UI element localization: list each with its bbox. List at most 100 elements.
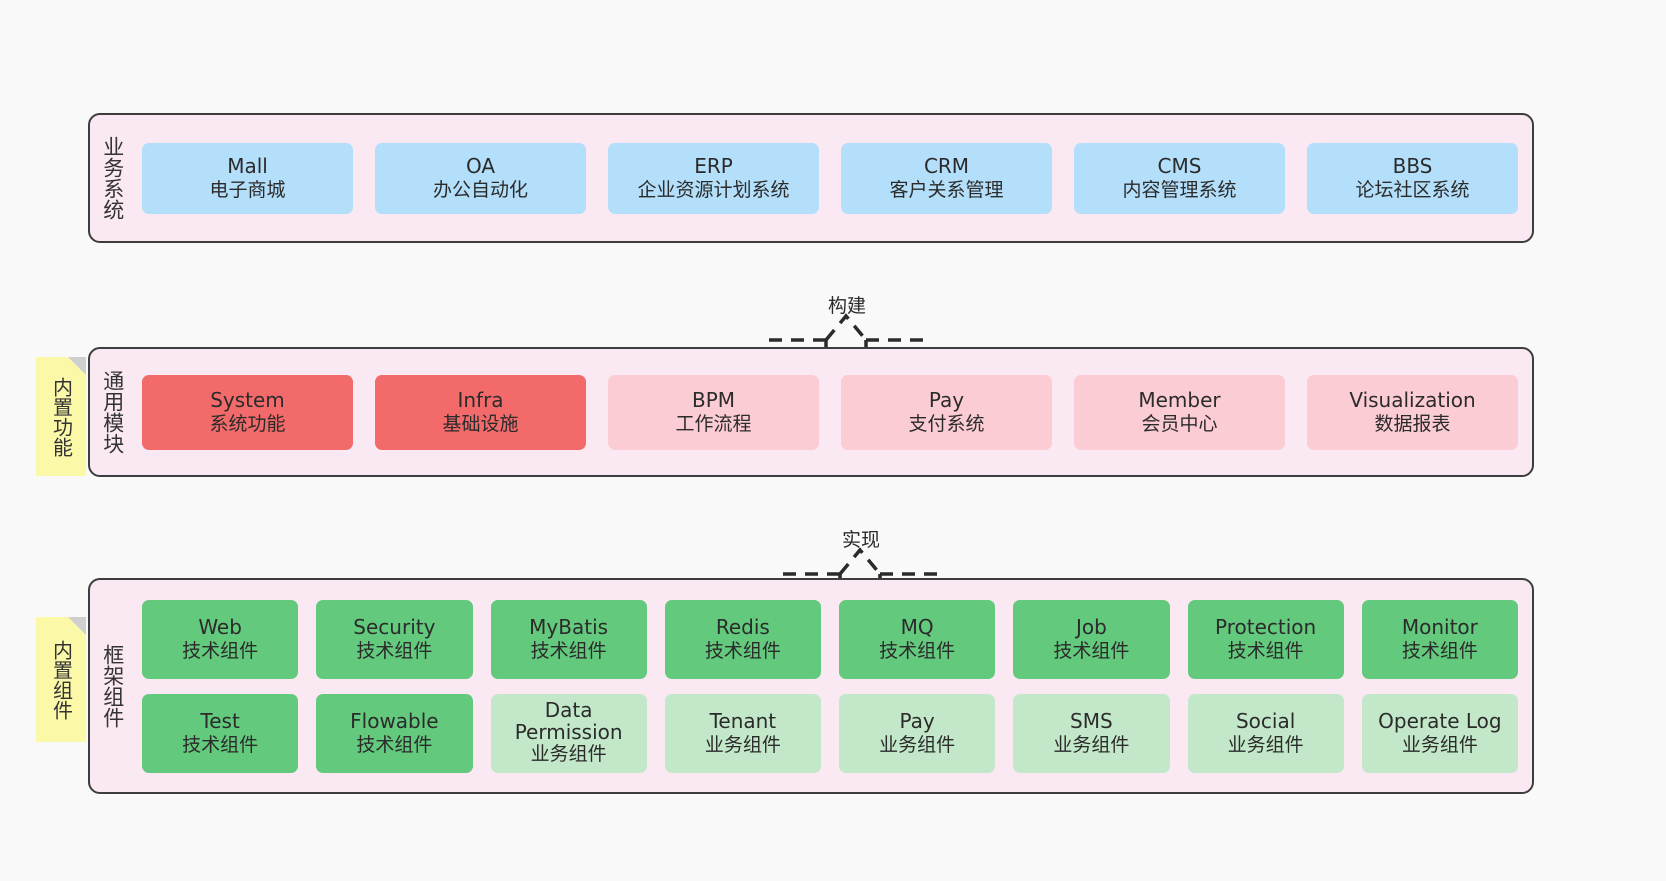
node-pay-component-subtitle: 业务组件 <box>879 733 956 756</box>
node-mq-title: MQ <box>900 614 934 639</box>
node-erp-title: ERP <box>694 153 733 178</box>
node-operate-log-subtitle: 业务组件 <box>1401 733 1478 756</box>
node-infra-subtitle: 基础设施 <box>442 412 519 435</box>
node-flowable[interactable]: Flowable 技术组件 <box>316 693 473 773</box>
connector-build: 构建 <box>756 258 936 350</box>
node-data-permission[interactable]: Data Permission 业务组件 <box>490 693 647 773</box>
node-protection-title: Protection <box>1215 614 1317 639</box>
row-business-systems: Mall 电子商城 OA 办公自动化 ERP 企业资源计划系统 CRM 客户关系… <box>142 142 1518 214</box>
node-security[interactable]: Security 技术组件 <box>316 599 473 679</box>
node-oa[interactable]: OA 办公自动化 <box>375 142 586 214</box>
node-data-permission-subtitle: 业务组件 <box>530 743 607 766</box>
connector-implement-label: 实现 <box>842 529 881 551</box>
node-job-title: Job <box>1075 614 1107 639</box>
node-data-permission-title: Data Permission <box>514 698 623 745</box>
node-tenant[interactable]: Tenant 业务组件 <box>664 693 821 773</box>
node-job-subtitle: 技术组件 <box>1053 639 1130 662</box>
node-oa-subtitle: 办公自动化 <box>432 178 528 201</box>
node-bbs-title: BBS <box>1392 153 1433 178</box>
node-job[interactable]: Job 技术组件 <box>1013 599 1170 679</box>
layer-body-common-modules: System 系统功能 Infra 基础设施 BPM 工作流程 Pay 支付系统… <box>134 349 1532 475</box>
node-bpm-title: BPM <box>691 387 736 412</box>
layer-title-common-modules: 通用模块 <box>100 370 125 454</box>
node-monitor[interactable]: Monitor 技术组件 <box>1361 599 1518 679</box>
node-bpm-subtitle: 工作流程 <box>675 412 752 435</box>
node-monitor-title: Monitor <box>1401 614 1478 639</box>
node-cms-subtitle: 内容管理系统 <box>1122 178 1237 201</box>
node-mq[interactable]: MQ 技术组件 <box>839 599 996 679</box>
node-monitor-subtitle: 技术组件 <box>1401 639 1478 662</box>
node-crm[interactable]: CRM 客户关系管理 <box>841 142 1052 214</box>
node-infra[interactable]: Infra 基础设施 <box>375 374 586 450</box>
node-system-title: System <box>210 387 285 412</box>
node-protection[interactable]: Protection 技术组件 <box>1187 599 1344 679</box>
note-fold-icon <box>68 357 86 375</box>
row-technical-components: Web 技术组件 Security 技术组件 MyBatis 技术组件 Redi… <box>142 599 1518 679</box>
node-visualization[interactable]: Visualization 数据报表 <box>1307 374 1518 450</box>
node-tenant-subtitle: 业务组件 <box>704 733 781 756</box>
node-visualization-subtitle: 数据报表 <box>1374 412 1451 435</box>
node-member[interactable]: Member 会员中心 <box>1074 374 1285 450</box>
node-pay-component-title: Pay <box>899 708 935 733</box>
node-protection-subtitle: 技术组件 <box>1227 639 1304 662</box>
sticky-note-builtin-features-label: 内置功能 <box>49 376 74 457</box>
node-flowable-subtitle: 技术组件 <box>356 733 433 756</box>
node-cms[interactable]: CMS 内容管理系统 <box>1074 142 1285 214</box>
node-erp[interactable]: ERP 企业资源计划系统 <box>608 142 819 214</box>
node-tenant-title: Tenant <box>709 708 777 733</box>
node-sms-subtitle: 业务组件 <box>1053 733 1130 756</box>
node-erp-subtitle: 企业资源计划系统 <box>637 178 790 201</box>
node-pay-module-title: Pay <box>928 387 965 412</box>
node-visualization-title: Visualization <box>1349 387 1476 412</box>
node-cms-title: CMS <box>1157 153 1202 178</box>
layer-common-modules: 通用模块 System 系统功能 Infra 基础设施 BPM 工作流程 Pay… <box>88 347 1534 477</box>
node-pay-module-subtitle: 支付系统 <box>908 412 985 435</box>
sticky-note-builtin-features: 内置功能 <box>36 357 86 476</box>
node-security-subtitle: 技术组件 <box>356 639 433 662</box>
layer-body-business-systems: Mall 电子商城 OA 办公自动化 ERP 企业资源计划系统 CRM 客户关系… <box>134 115 1532 241</box>
node-social[interactable]: Social 业务组件 <box>1187 693 1344 773</box>
layer-business-systems: 业务系统 Mall 电子商城 OA 办公自动化 ERP 企业资源计划系统 CRM… <box>88 113 1534 243</box>
node-test[interactable]: Test 技术组件 <box>142 693 299 773</box>
node-test-subtitle: 技术组件 <box>182 733 259 756</box>
node-mall-title: Mall <box>227 153 268 178</box>
node-mybatis[interactable]: MyBatis 技术组件 <box>490 599 647 679</box>
node-web[interactable]: Web 技术组件 <box>142 599 299 679</box>
node-bbs[interactable]: BBS 论坛社区系统 <box>1307 142 1518 214</box>
node-mq-subtitle: 技术组件 <box>879 639 956 662</box>
node-sms[interactable]: SMS 业务组件 <box>1013 693 1170 773</box>
sticky-note-builtin-components-label: 内置组件 <box>49 639 74 720</box>
node-redis-subtitle: 技术组件 <box>704 639 781 662</box>
layer-body-framework-components: Web 技术组件 Security 技术组件 MyBatis 技术组件 Redi… <box>134 580 1532 792</box>
layer-title-business-systems: 业务系统 <box>100 136 125 220</box>
node-pay-component[interactable]: Pay 业务组件 <box>839 693 996 773</box>
node-crm-title: CRM <box>923 153 970 178</box>
node-operate-log[interactable]: Operate Log 业务组件 <box>1361 693 1518 773</box>
node-system-subtitle: 系统功能 <box>209 412 286 435</box>
node-redis[interactable]: Redis 技术组件 <box>664 599 821 679</box>
connector-build-label: 构建 <box>828 295 867 317</box>
node-test-title: Test <box>200 708 240 733</box>
node-infra-title: Infra <box>457 387 504 412</box>
node-mall-subtitle: 电子商城 <box>209 178 286 201</box>
node-social-subtitle: 业务组件 <box>1227 733 1304 756</box>
node-bpm[interactable]: BPM 工作流程 <box>608 374 819 450</box>
connector-implement: 实现 <box>770 492 950 584</box>
node-web-title: Web <box>198 614 242 639</box>
node-oa-title: OA <box>465 153 496 178</box>
node-redis-title: Redis <box>715 614 770 639</box>
row-common-modules: System 系统功能 Infra 基础设施 BPM 工作流程 Pay 支付系统… <box>142 374 1518 450</box>
row-business-components: Test 技术组件 Flowable 技术组件 Data Permission … <box>142 693 1518 773</box>
node-member-subtitle: 会员中心 <box>1141 412 1218 435</box>
node-pay-module[interactable]: Pay 支付系统 <box>841 374 1052 450</box>
node-system[interactable]: System 系统功能 <box>142 374 353 450</box>
layer-title-framework-components: 框架组件 <box>100 644 125 728</box>
node-mybatis-title: MyBatis <box>529 614 609 639</box>
node-mall[interactable]: Mall 电子商城 <box>142 142 353 214</box>
node-sms-title: SMS <box>1070 708 1113 733</box>
node-operate-log-title: Operate Log <box>1378 708 1502 733</box>
node-web-subtitle: 技术组件 <box>182 639 259 662</box>
node-security-title: Security <box>353 614 436 639</box>
node-social-title: Social <box>1235 708 1296 733</box>
node-flowable-title: Flowable <box>350 708 439 733</box>
